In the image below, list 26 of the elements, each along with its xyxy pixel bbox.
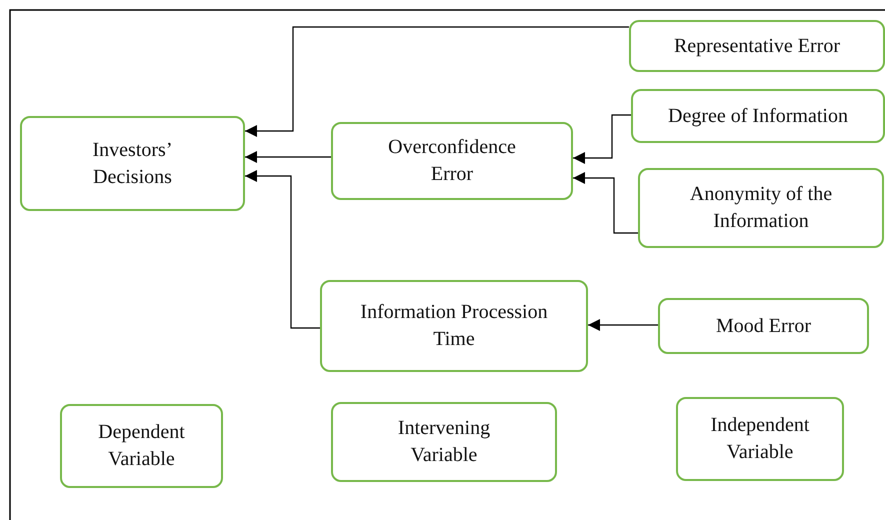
- arrow: [573, 114, 631, 164]
- box-label: Mood Error: [716, 314, 811, 338]
- variable-box: [676, 397, 844, 481]
- variable-box: [638, 168, 884, 248]
- variable-box: [320, 280, 588, 372]
- arrow: [245, 170, 320, 329]
- arrow: [245, 151, 331, 163]
- box-label: Degree of Information: [668, 104, 848, 128]
- box-label: Overconfidence Error: [387, 135, 517, 187]
- box-label: Intervening Variable: [396, 416, 492, 468]
- box-label: Representative Error: [674, 34, 840, 58]
- arrow: [573, 172, 638, 234]
- box-label: Independent Variable: [710, 413, 810, 465]
- box-label: Dependent Variable: [97, 420, 186, 472]
- variable-box: [629, 20, 885, 72]
- variable-box: [60, 404, 223, 488]
- arrow: [245, 26, 629, 137]
- variable-box: [331, 122, 573, 200]
- arrow: [588, 319, 658, 331]
- box-label: Anonymity of the Information: [688, 182, 834, 234]
- box-label: Investors’ Decisions: [92, 138, 174, 190]
- variable-box: [631, 89, 885, 143]
- variable-box: [658, 298, 869, 354]
- variable-box: [20, 116, 245, 211]
- variable-box: [331, 402, 557, 482]
- box-label: Information Procession Time: [359, 300, 549, 352]
